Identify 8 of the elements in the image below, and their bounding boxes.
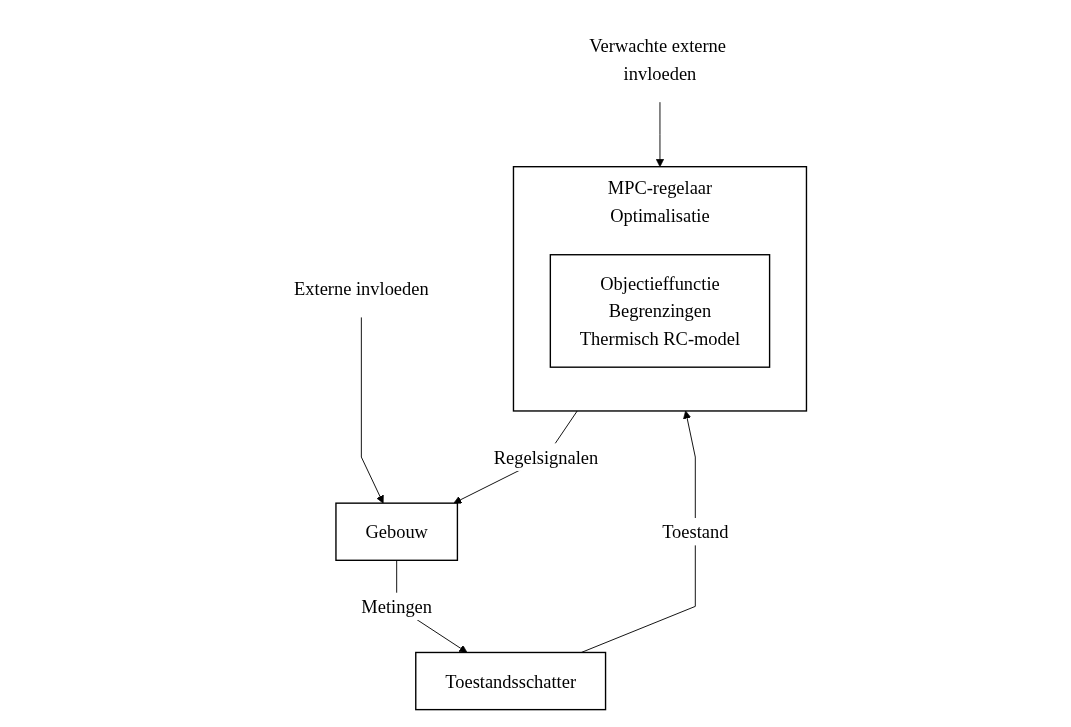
node-box: Toestandsschatter [415, 651, 607, 711]
node-box: Gebouw [335, 502, 459, 561]
node-box: Objectieffunctie Begrenzingen Thermisch RC-model [549, 254, 771, 368]
edge-label: Metingen [361, 596, 433, 617]
edge-label: Regelsignalen [493, 446, 599, 468]
node-text: Externe invloeden [294, 278, 429, 299]
edge-label: Toestand [662, 521, 729, 542]
node-text: Verwachte externe invloeden [589, 35, 726, 84]
